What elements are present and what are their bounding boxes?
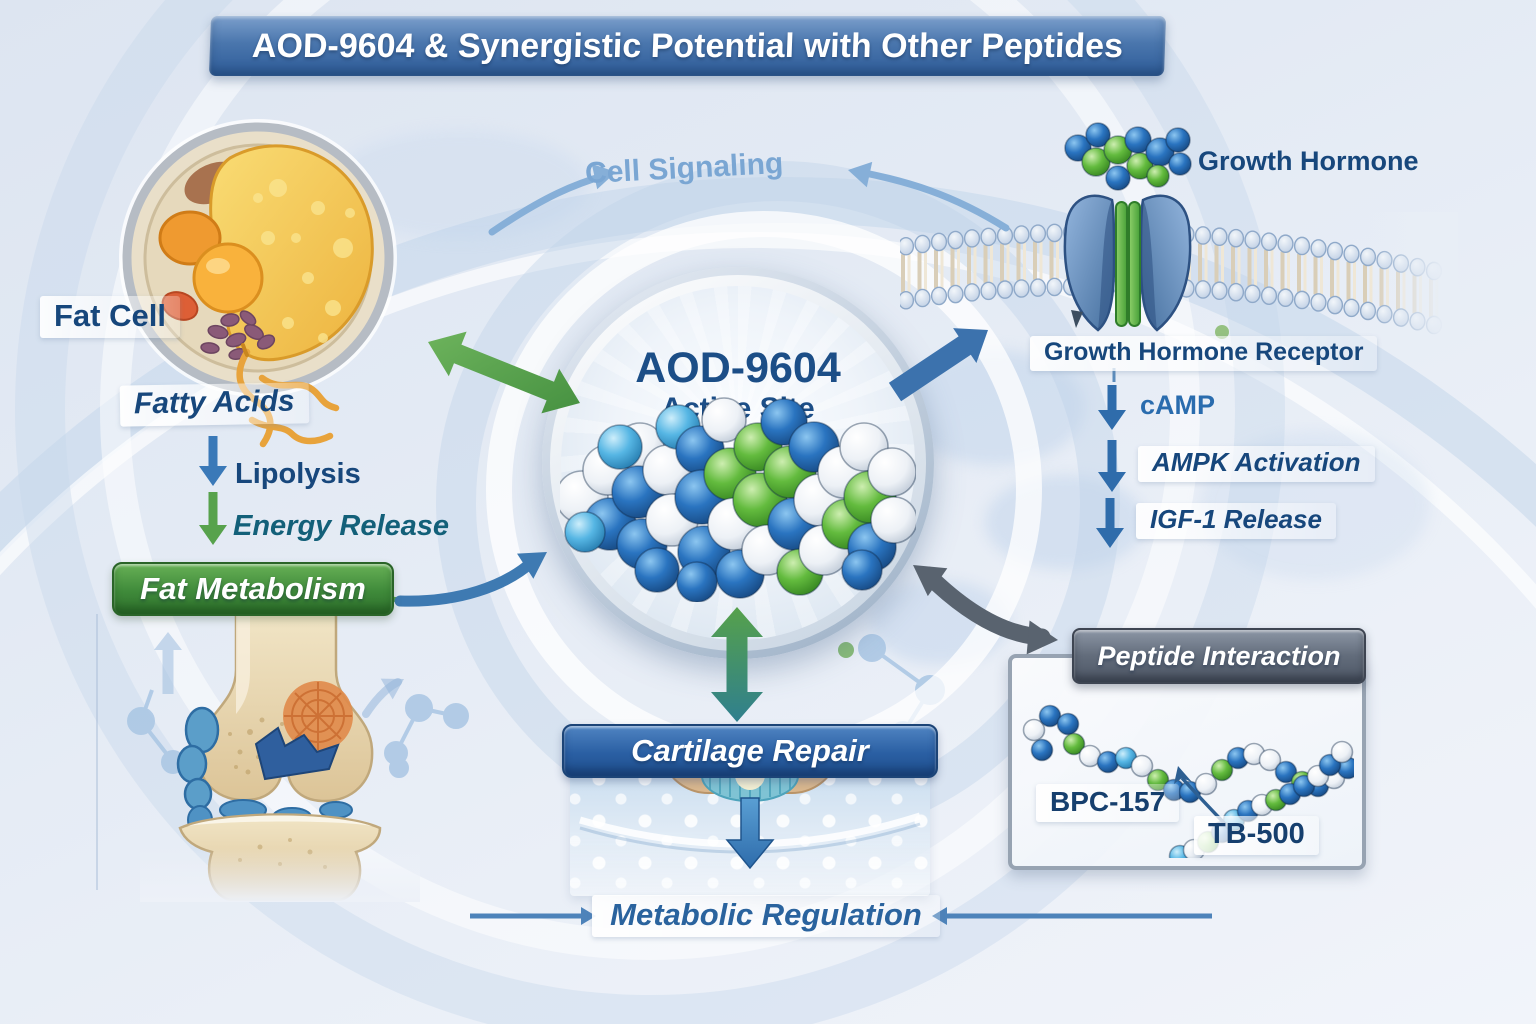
fat-metabolism-text: Fat Metabolism [140, 571, 366, 606]
aod-molecule-cluster [560, 397, 916, 602]
title-text: AOD-9604 & Synergistic Potential with Ot… [251, 26, 1124, 65]
cartilage-repair-banner: Cartilage Repair [562, 724, 938, 778]
cartilage-repair-text: Cartilage Repair [631, 733, 869, 768]
fat-metabolism-banner: Fat Metabolism [112, 562, 394, 616]
metabolic-regulation-label: Metabolic Regulation [592, 895, 940, 937]
knee-joint-illustration [140, 612, 420, 902]
membrane-fade [1368, 212, 1458, 342]
energy-release-label: Energy Release [233, 510, 450, 542]
igf1-release-label: IGF-1 Release [1136, 503, 1336, 539]
lipolysis-label: Lipolysis [235, 458, 361, 490]
ampk-activation-label: AMPK Activation [1138, 446, 1375, 482]
peptide-interaction-text: Peptide Interaction [1097, 640, 1341, 671]
aod-name-label: AOD-9604 [635, 344, 841, 392]
fatty-acids-label: Fatty Acids [119, 382, 309, 427]
peptide-interaction-panel: BPC-157 TB-500 [1008, 654, 1366, 870]
fat-cell-label: Fat Cell [40, 296, 180, 338]
title-banner: AOD-9604 & Synergistic Potential with Ot… [208, 16, 1167, 76]
peptide-interaction-banner: Peptide Interaction [1072, 628, 1366, 684]
growth-hormone-molecule [1064, 122, 1192, 191]
growth-hormone-label: Growth Hormone [1198, 146, 1419, 176]
growth-hormone-receptor-label: Growth Hormone Receptor [1030, 336, 1378, 371]
camp-label: cAMP [1140, 390, 1216, 420]
panel-edge-line [96, 614, 98, 890]
fat-cell-illustration [119, 119, 397, 397]
growth-hormone-receptor-illustration [1063, 194, 1192, 332]
bpc157-label: BPC-157 [1036, 784, 1180, 823]
tb500-label: TB-500 [1194, 816, 1319, 856]
